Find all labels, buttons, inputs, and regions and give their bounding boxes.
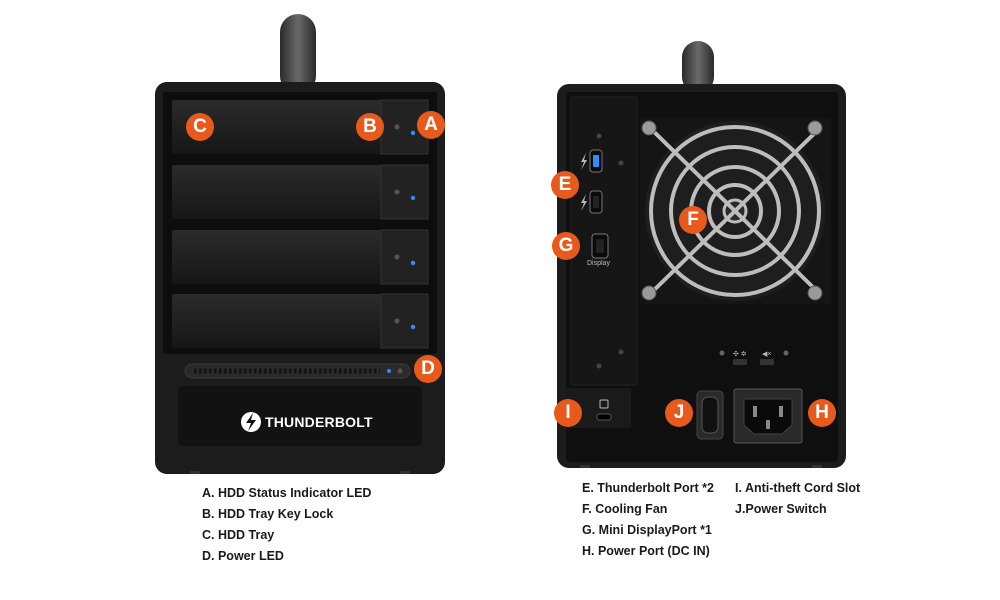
legend-back-right: I. Anti-theft Cord Slot J.Power Switch xyxy=(735,478,860,520)
power-port[interactable] xyxy=(733,388,803,444)
hdd-tray-4[interactable] xyxy=(172,293,429,349)
marker-j: J xyxy=(665,399,693,427)
legend-item: J.Power Switch xyxy=(735,502,827,516)
cooling-fan xyxy=(640,118,831,304)
back-feet xyxy=(580,465,822,468)
marker-h: H xyxy=(808,399,836,427)
mini-displayport[interactable] xyxy=(591,233,609,259)
marker-c: C xyxy=(186,113,214,141)
display-port-label: Display xyxy=(587,260,610,267)
marker-b: B xyxy=(356,113,384,141)
thunderbolt-port-1[interactable] xyxy=(581,149,603,173)
legend-front: A. HDD Status Indicator LED B. HDD Tray … xyxy=(202,483,371,567)
back-handle xyxy=(682,41,714,93)
front-feet xyxy=(190,471,410,474)
legend-item: I. Anti-theft Cord Slot xyxy=(735,481,861,495)
legend-item: A. HDD Status Indicator LED xyxy=(202,486,372,500)
svg-text:✣ ✲: ✣ ✲ xyxy=(733,350,747,358)
front-handle xyxy=(280,14,316,94)
marker-f: F xyxy=(679,206,707,234)
fan-mode-switches: ✣ ✲ ◀× xyxy=(719,350,789,365)
legend-item: E. Thunderbolt Port *2 xyxy=(582,481,714,495)
power-switch[interactable] xyxy=(696,390,724,440)
marker-i: I xyxy=(554,399,582,427)
marker-a: A xyxy=(417,111,445,139)
legend-item: G. Mini DisplayPort *1 xyxy=(582,523,712,537)
front-vent-strip xyxy=(184,363,411,379)
legend-item: H. Power Port (DC IN) xyxy=(582,544,710,558)
front-logo-panel xyxy=(178,386,422,446)
legend-item: C. HDD Tray xyxy=(202,528,275,542)
legend-item: B. HDD Tray Key Lock xyxy=(202,507,334,521)
thunderbolt-port-2[interactable] xyxy=(581,190,603,214)
legend-back-left: E. Thunderbolt Port *2 F. Cooling Fan G.… xyxy=(582,478,714,562)
marker-g: G xyxy=(552,232,580,260)
thunderbolt-logo-text: THUNDERBOLT xyxy=(265,414,373,430)
legend-item: F. Cooling Fan xyxy=(582,502,668,516)
hdd-tray-3[interactable] xyxy=(172,229,429,285)
marker-d: D xyxy=(414,355,442,383)
svg-text:◀×: ◀× xyxy=(762,351,771,358)
marker-e: E xyxy=(551,171,579,199)
hdd-tray-2[interactable] xyxy=(172,164,429,220)
legend-item: D. Power LED xyxy=(202,549,284,563)
